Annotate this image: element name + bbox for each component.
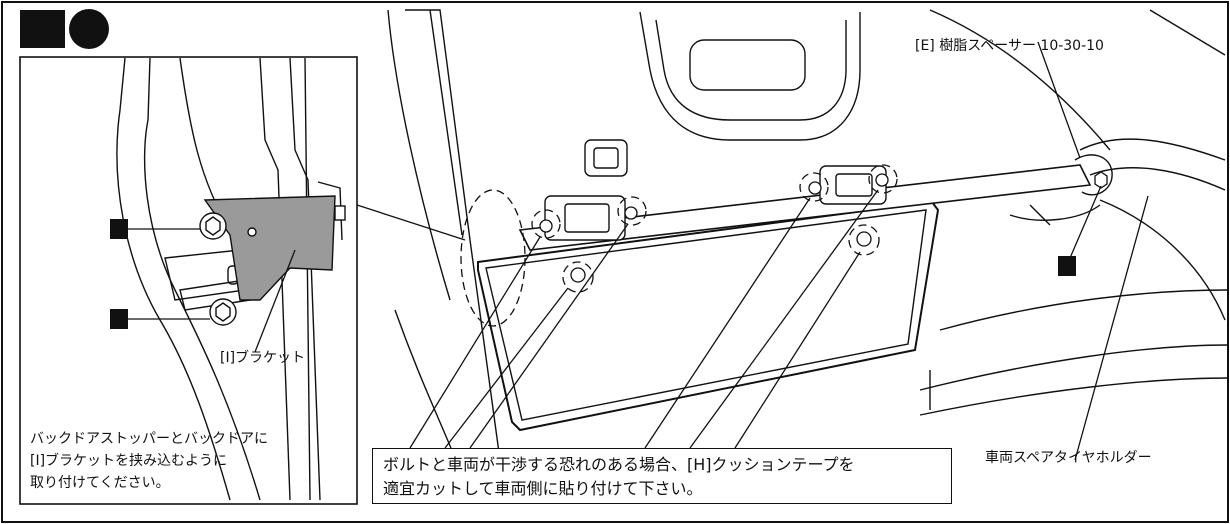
dashed-callouts <box>460 164 898 327</box>
title-text: 図 <box>27 13 57 48</box>
bolt-left-b <box>624 206 638 220</box>
plate-light-right-inner <box>835 173 873 197</box>
dashed-circle-bolt-left-a <box>531 209 561 239</box>
camera-box-outer <box>584 139 628 177</box>
leader-badge-3 <box>1069 185 1102 259</box>
badge-1-label: 1 <box>114 223 124 239</box>
leader-spacer <box>1037 41 1081 159</box>
plate-light-right-outer <box>819 165 887 205</box>
inset-leaders <box>124 228 296 353</box>
body-line-lower-right <box>919 344 1229 391</box>
title-box <box>20 10 65 48</box>
inset-note-line-3: 取り付けてください。 <box>30 475 170 491</box>
bolt-right-a <box>808 181 822 195</box>
spacer-label: [E] 樹脂スペーサー 10-30-10 <box>915 38 1104 54</box>
dashed-circle-bolt-right-b <box>868 164 898 194</box>
handle-grip <box>689 39 806 91</box>
leader-cushion-2 <box>444 287 569 449</box>
bracket-label: [I]ブラケット <box>220 349 305 366</box>
leader-spare-holder <box>1074 195 1149 461</box>
body-line-corner <box>1149 9 1226 56</box>
dashed-circle-bolt-right-a <box>799 172 829 202</box>
inset-door-edge-outer <box>143 57 261 501</box>
leader-cushion-4 <box>644 197 811 449</box>
main-view <box>387 9 1229 471</box>
inset-frame <box>19 56 358 505</box>
spare-holder-curve <box>1099 199 1226 321</box>
badges: 1 2 3 <box>110 219 1076 329</box>
cushion-note-line-2: 適宜カットして車両側に貼り付けて下さい。 <box>383 479 703 498</box>
body-edge-left <box>405 9 501 461</box>
camera-box-inner <box>593 147 619 169</box>
spare-holder-lower <box>1089 167 1226 191</box>
leader-cushion-6 <box>734 251 861 449</box>
bar-end-cap <box>1074 154 1113 196</box>
handle-recess-outer <box>639 11 861 141</box>
figure-number: 3 <box>79 13 98 46</box>
dashed-circle-plate-edge <box>460 189 526 327</box>
inset-note-line-1: バックドアストッパーとバックドアに <box>30 431 268 447</box>
leader-lines <box>356 41 1149 461</box>
inset-bracket-edge <box>317 181 343 241</box>
inset-note-line-2: [I]ブラケットを挟み込むように <box>30 453 228 469</box>
inset-bracket-hole <box>247 227 257 237</box>
plate-light-left-inner <box>564 203 610 233</box>
cushion-note-line-1: ボルトと車両が干渉する恐れのある場合、[H]クッションテープを <box>383 455 855 474</box>
figure-title: 図 3 <box>20 9 109 49</box>
badge-3 <box>1058 256 1076 276</box>
dashed-circle-bolt-plate-left <box>562 261 594 293</box>
door-opening-curve <box>1009 204 1101 221</box>
body-line-upper-right <box>929 9 1111 151</box>
inset-bolts <box>199 205 346 326</box>
inset-note: バックドアストッパーとバックドアに [I]ブラケットを挟み込むように 取り付けて… <box>30 428 348 498</box>
door-opening-edge <box>1029 204 1051 226</box>
figure-number-circle <box>69 9 109 49</box>
inset-pillar-right <box>289 57 321 501</box>
plate-light-left-outer <box>544 195 626 241</box>
cushion-tape-note: ボルトと車両が干渉する恐れのある場合、[H]クッションテープを 適宜カットして車… <box>372 448 952 504</box>
leader-bracket <box>254 249 296 353</box>
handle-recess-inner <box>655 19 847 121</box>
inset-pillar-line <box>304 57 311 501</box>
spare-holder-upper <box>1079 138 1226 161</box>
dashed-circle-bolt-left-b <box>617 196 647 226</box>
leader-cushion-3 <box>469 223 629 449</box>
inset-pillar-left <box>259 57 291 501</box>
inset-door-edge-inner <box>116 57 231 501</box>
spare-holder-label: 車両スペアタイヤホルダー <box>985 449 1152 466</box>
bolt-left-a <box>539 219 553 233</box>
bolts <box>539 171 1108 283</box>
leader-cushion-5 <box>689 189 879 449</box>
resin-bar <box>518 164 1092 251</box>
bumper-line <box>919 377 1229 416</box>
dashed-circle-bolt-plate-right <box>848 224 880 256</box>
inset-bracket-nut <box>334 205 346 221</box>
bolt-spacer <box>1094 171 1108 189</box>
body-line-mid-right <box>939 289 1229 331</box>
bolt-right-b <box>875 173 889 187</box>
body-edge-left-inner <box>429 9 463 236</box>
badge-1 <box>110 219 128 239</box>
leader-inset-to-main <box>356 204 466 241</box>
inset-bolt-upper-head <box>205 216 221 236</box>
license-plate-inner <box>485 209 927 421</box>
badge-2-label: 2 <box>114 313 124 329</box>
body-curve-far-left <box>387 9 451 301</box>
badge-3-label: 3 <box>1062 260 1072 276</box>
inset-bolt-lower-head <box>215 302 231 322</box>
leader-cushion-1 <box>409 236 541 449</box>
bolt-plate-left <box>570 267 586 283</box>
badge-2 <box>110 309 128 329</box>
bolt-plate-right <box>856 231 872 247</box>
